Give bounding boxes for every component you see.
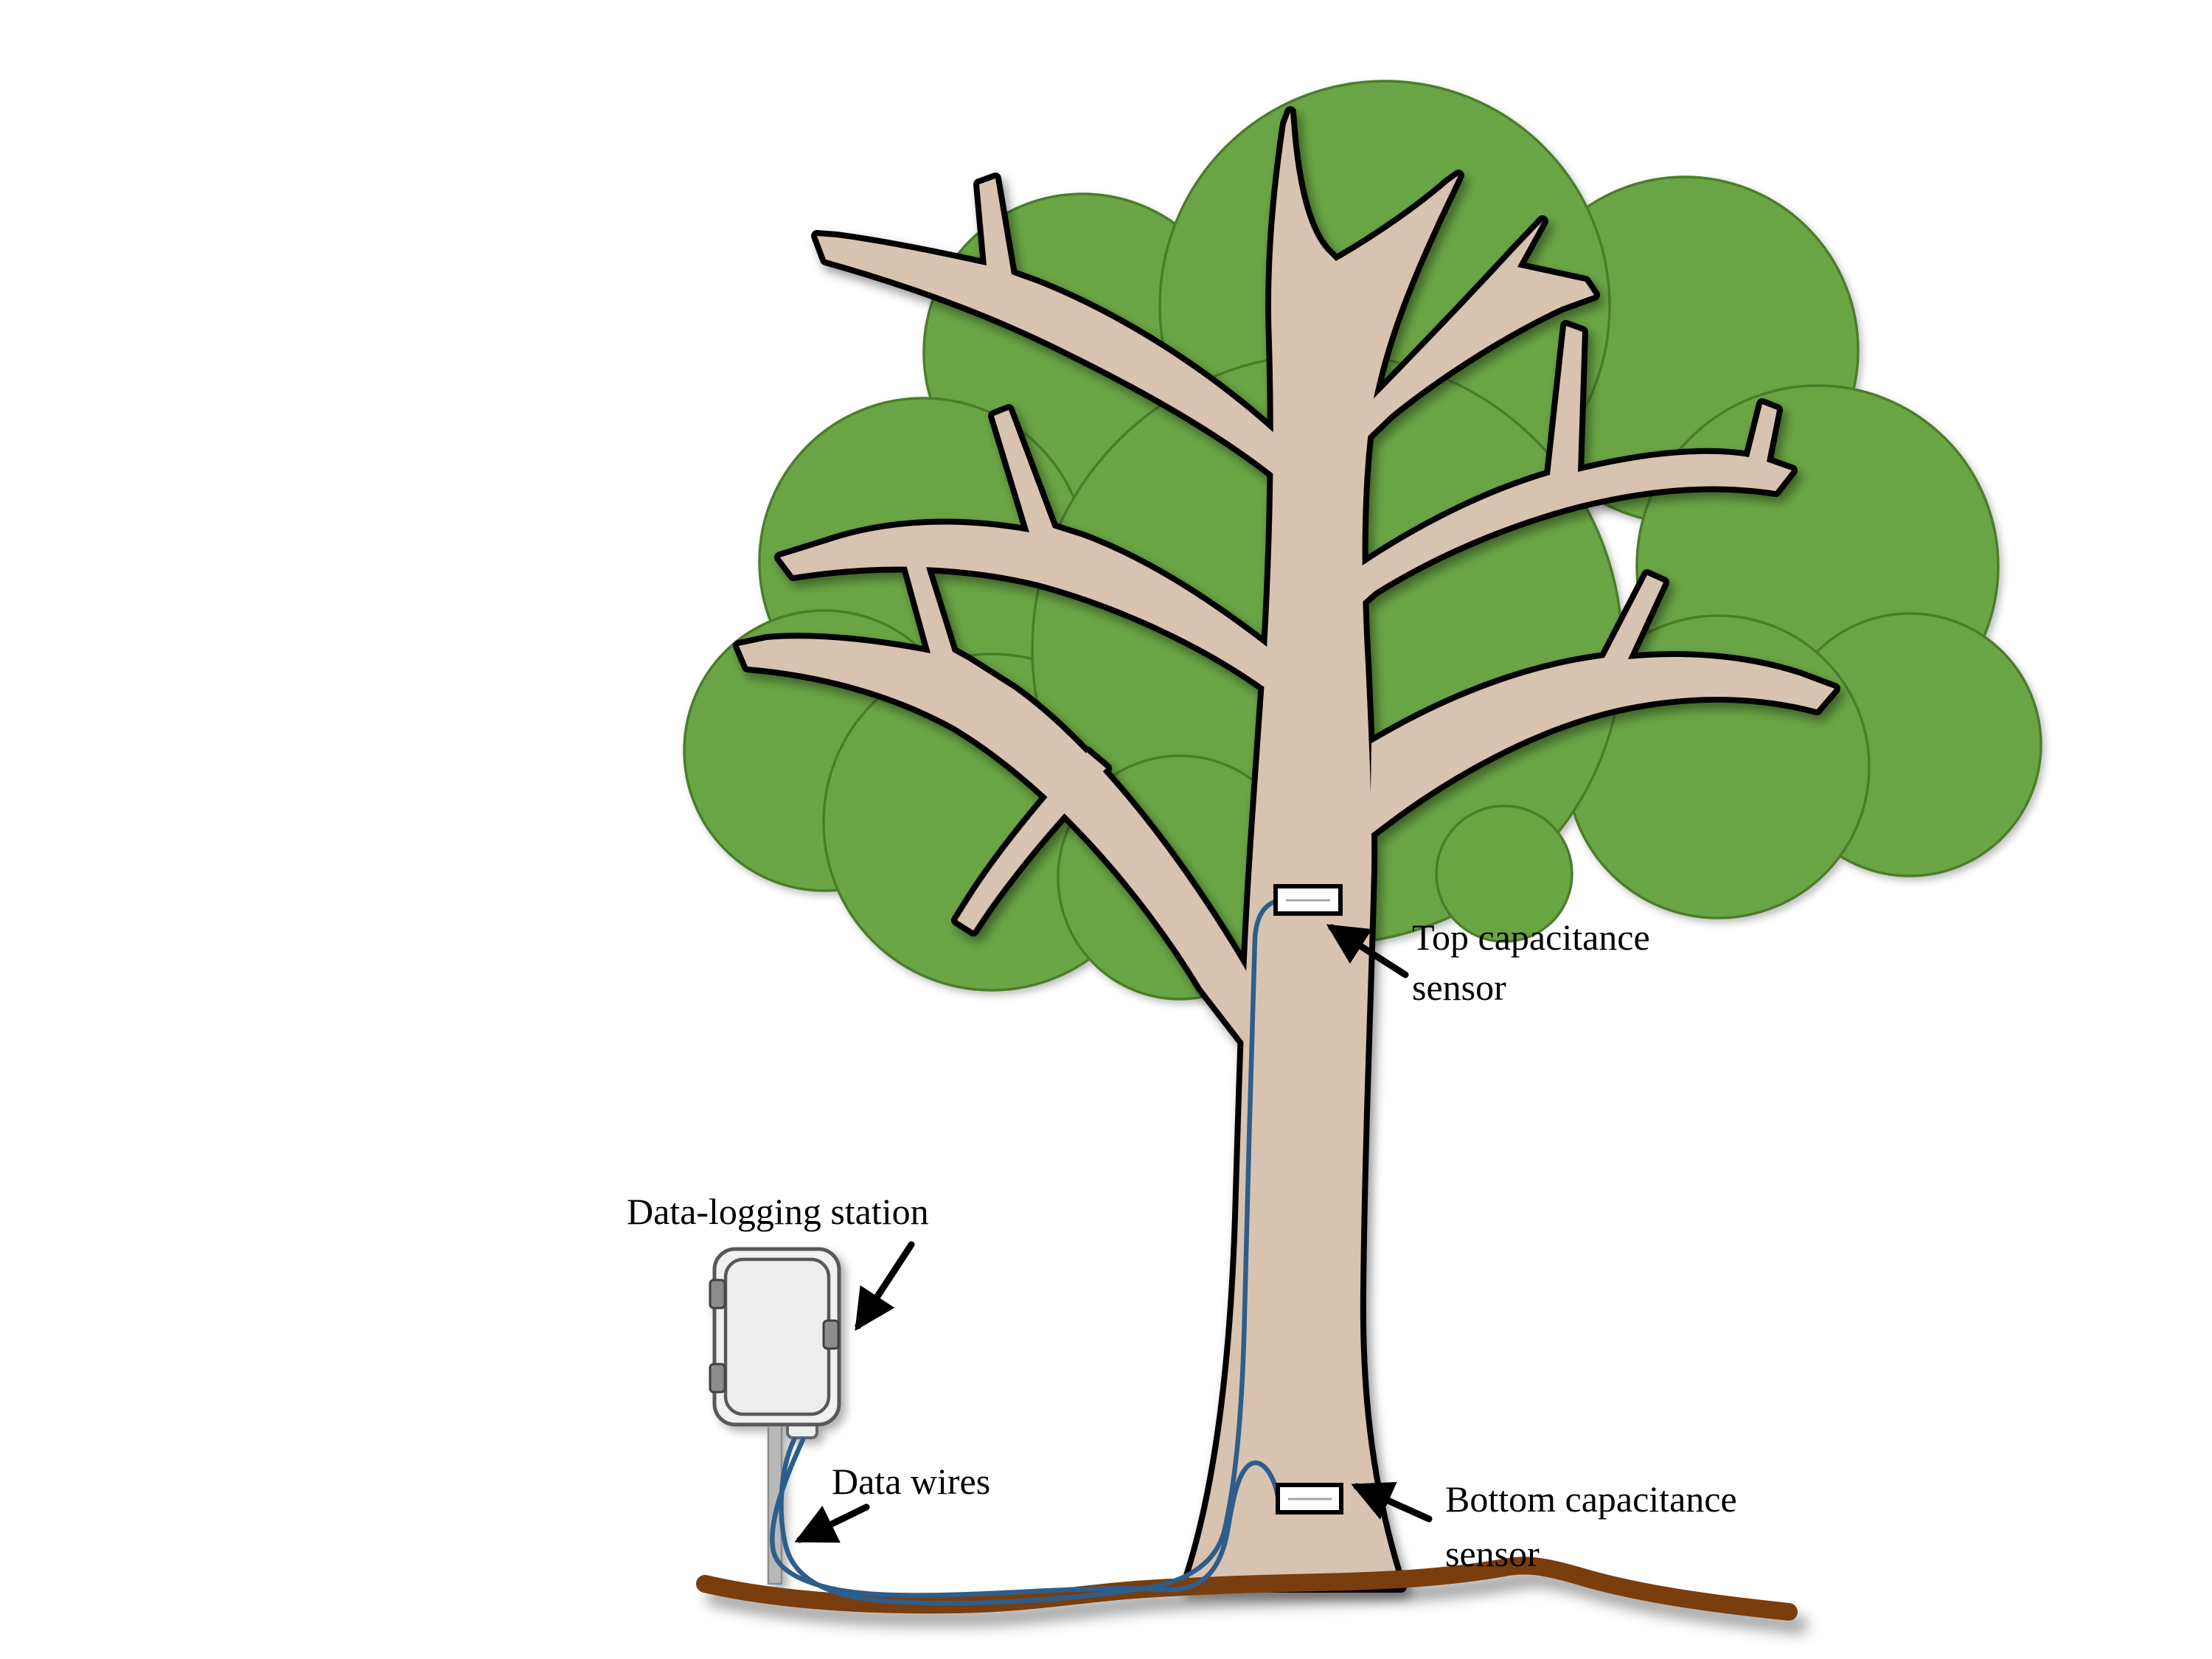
station-hinge-bottom xyxy=(709,1363,726,1394)
canopy-front-bulge xyxy=(1435,804,1573,943)
station-door xyxy=(723,1257,831,1416)
bottom-capacitance-sensor xyxy=(1276,1483,1343,1514)
data-wires xyxy=(770,898,1281,1606)
station-hinge-top xyxy=(709,1279,726,1310)
label-station: Data-logging station xyxy=(627,1191,929,1232)
wire-top-sensor xyxy=(779,898,1281,1606)
label-top-sensor-line1: Top capacitance xyxy=(1412,917,1650,958)
station-latch xyxy=(822,1319,840,1350)
top-capacitance-sensor xyxy=(1273,884,1343,916)
arrow-to-data-wires xyxy=(794,1503,870,1543)
wire-bottom-sensor xyxy=(770,1436,1281,1598)
label-bottom-sensor-line2: sensor xyxy=(1445,1533,1540,1574)
label-data-wires: Data wires xyxy=(832,1461,990,1502)
arrow-to-station xyxy=(855,1241,915,1332)
data-logging-station xyxy=(709,1247,841,1585)
label-bottom-sensor-line1: Bottom capacitance xyxy=(1445,1478,1737,1520)
arrow-to-top-sensor xyxy=(1326,924,1409,978)
arrow-to-bottom-sensor xyxy=(1351,1481,1433,1523)
label-top-sensor-line2: sensor xyxy=(1412,967,1506,1008)
